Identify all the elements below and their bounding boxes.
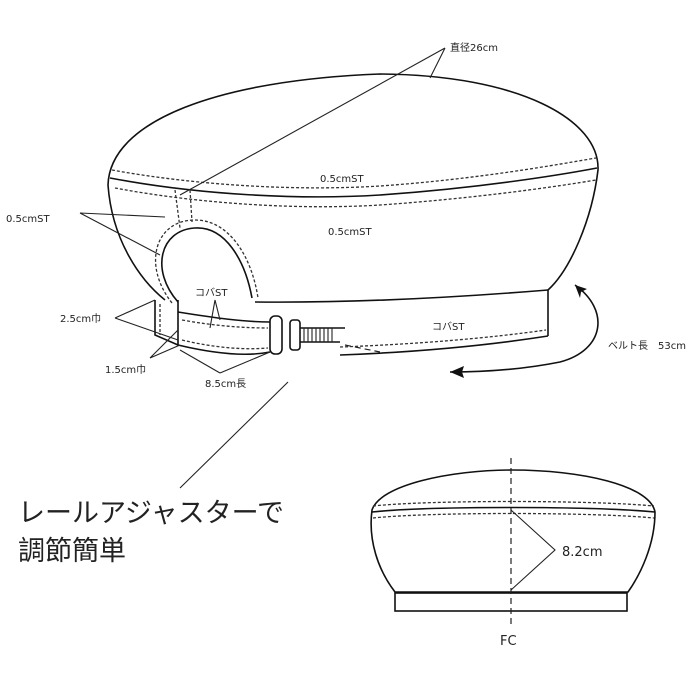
beret-perspective-view	[79, 47, 599, 489]
loop-opening	[161, 227, 253, 303]
diameter-leader	[179, 47, 446, 196]
loop-stitch-tab	[189, 189, 193, 223]
band-top	[254, 289, 549, 303]
loop-edge-stitch-label: コバST	[195, 287, 228, 299]
band-dash	[344, 344, 381, 353]
loop-stitch-tab	[174, 189, 181, 229]
diameter-label: 直径26cm	[450, 41, 498, 54]
band-edge-stitch-label: コバST	[432, 321, 465, 333]
front-crown-outline	[370, 469, 656, 593]
crown-outline	[107, 73, 599, 291]
crown-stitch-label: 0.5cmST	[320, 174, 364, 185]
width-15-label: 1.5cm巾	[105, 363, 146, 376]
band-stitch	[339, 329, 547, 348]
height-dimension	[510, 509, 556, 591]
height-label: 8.2cm	[562, 545, 603, 560]
adjuster-rail	[300, 327, 345, 343]
width25-leader	[114, 299, 179, 341]
width-25-label: 2.5cm巾	[60, 312, 101, 325]
front-center-label: FC	[500, 634, 517, 649]
seam-stitch-upper	[111, 157, 597, 189]
width15-leader	[149, 329, 181, 359]
adjuster-buckle	[269, 315, 283, 355]
side-left	[107, 184, 166, 301]
band-bottom	[339, 335, 549, 356]
left-stitch-label: 0.5cmST	[6, 214, 50, 225]
belt-length-label: ベルト長 53cm	[608, 340, 686, 352]
arrow-head-icon	[450, 366, 464, 378]
adjuster-teeth	[303, 328, 333, 342]
caption-line2: 調節簡単	[18, 536, 126, 567]
strap-stitch	[159, 304, 269, 350]
edge-stitch-leader	[209, 299, 221, 329]
adjuster-leader	[179, 381, 289, 489]
side-stitch-label: 0.5cmST	[328, 227, 372, 238]
strap	[154, 300, 271, 355]
belt-arrow	[449, 284, 599, 373]
caption-line1: レールアジャスターで	[18, 498, 284, 529]
beret-front-view	[370, 458, 656, 628]
loop-stitch	[155, 219, 259, 304]
seam-stitch-lower	[114, 179, 597, 208]
arrow-head-icon	[575, 285, 587, 298]
front-seam	[371, 506, 656, 513]
crown-seam	[109, 167, 598, 198]
length85-leader	[179, 349, 271, 374]
stitch-leader	[79, 212, 166, 256]
length-85-label: 8.5cm長	[205, 378, 246, 390]
front-seam-stitch	[372, 500, 655, 519]
adjuster-slider	[289, 319, 301, 351]
